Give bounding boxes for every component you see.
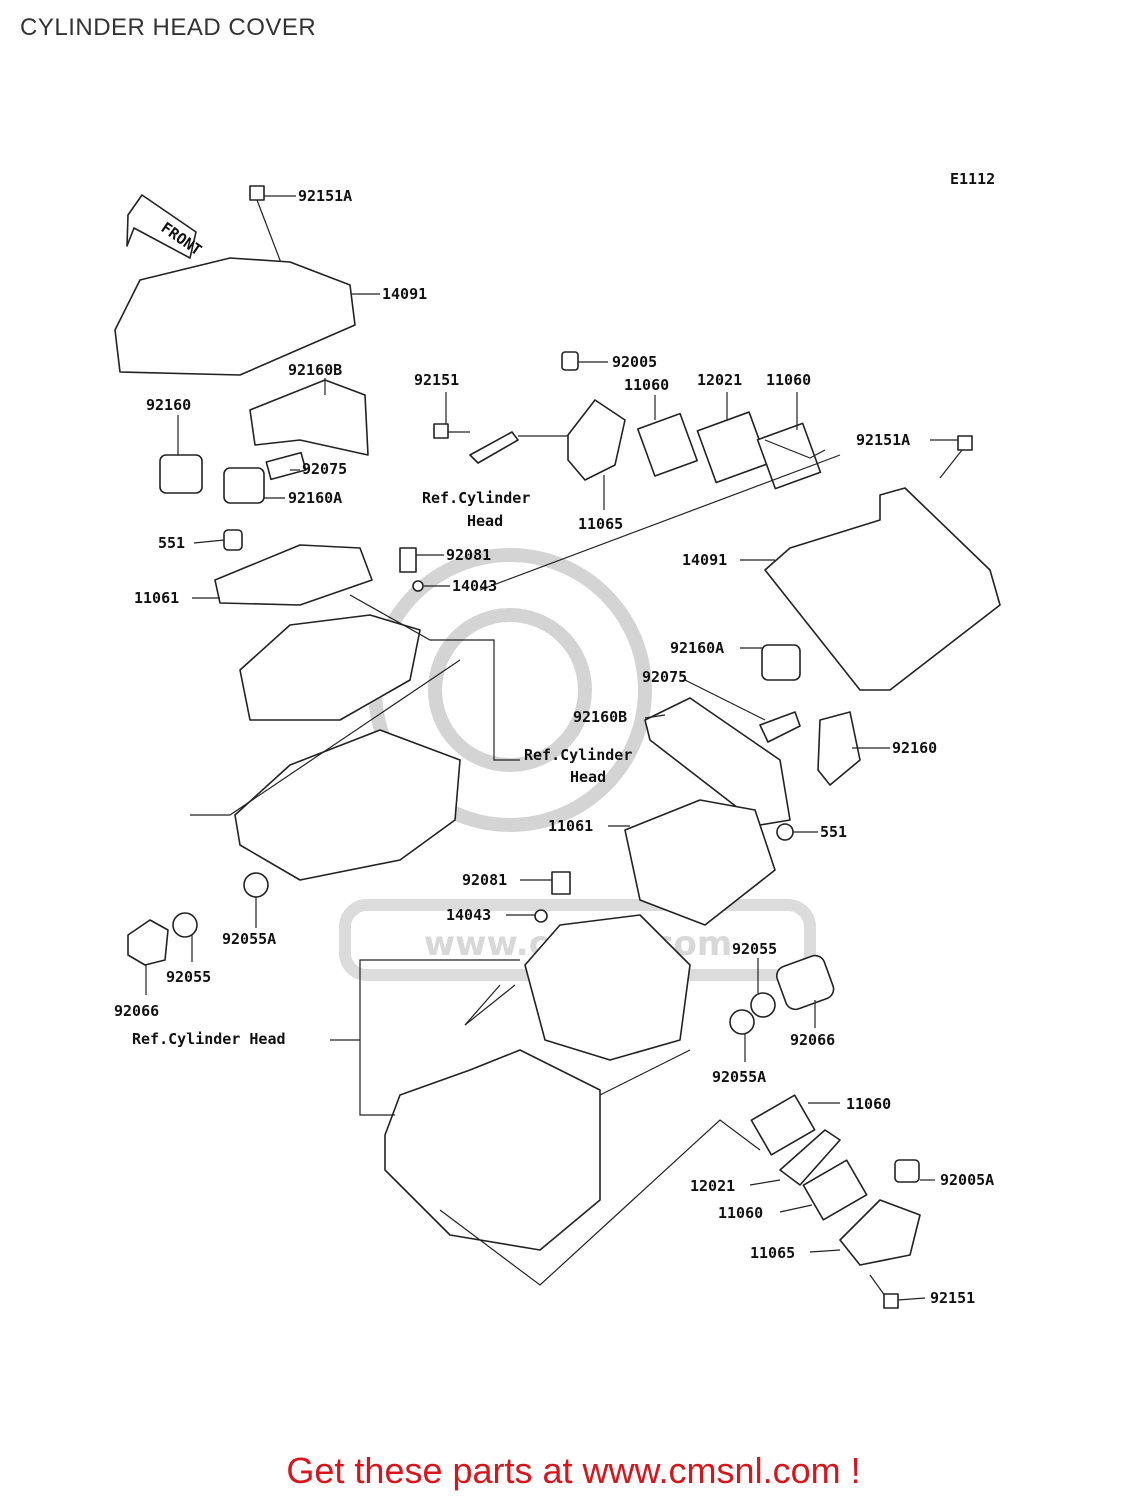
- footer-promo-link[interactable]: Get these parts at www.cmsnl.com !: [286, 1450, 861, 1491]
- reed-12021-top: [696, 411, 769, 484]
- label-92160A-right: 92160A: [670, 639, 724, 657]
- ref-top-line1: Ref.Cylinder: [422, 489, 530, 507]
- ref-top-line2: Head: [467, 512, 503, 530]
- oring-92055A-right: [729, 1009, 755, 1035]
- label-92066-left: 92066: [114, 1002, 159, 1020]
- label-11065-bottom: 11065: [750, 1244, 795, 1262]
- gasket-11060-b: [756, 422, 822, 490]
- front-arrow-icon: FRONT: [126, 194, 205, 259]
- cover-92160B-top: [249, 379, 369, 456]
- label-11060-d: 11060: [718, 1204, 763, 1222]
- ref-bottom: Ref.Cylinder Head: [132, 1030, 286, 1048]
- label-92160B-left: 92160B: [288, 361, 342, 379]
- cover-14091-right: [764, 487, 1001, 691]
- bolt-92151A-top: [249, 185, 284, 269]
- gasket-11061-right: [624, 799, 776, 926]
- grommet-551-left: [223, 529, 243, 551]
- gasket-11061-left: [214, 544, 373, 606]
- plug-14043-bottom: [534, 909, 548, 923]
- label-92081-top: 92081: [446, 546, 491, 564]
- camshaft-cap-lower: [524, 914, 691, 1061]
- label-11061-left: 11061: [134, 589, 179, 607]
- camshaft-cap-upper: [239, 614, 421, 721]
- spring-92075-left: [265, 451, 307, 481]
- label-92005A: 92005A: [940, 1171, 994, 1189]
- bolt-92151A-right: [939, 435, 973, 479]
- oring-92055-left: [172, 912, 198, 938]
- ref-mid-line1: Ref.Cylinder: [524, 746, 632, 764]
- label-92151A-right: 92151A: [856, 431, 910, 449]
- label-11061-right: 11061: [548, 817, 593, 835]
- label-11060-c: 11060: [846, 1095, 891, 1113]
- gasket-11060-c: [750, 1094, 816, 1156]
- label-14091-right: 14091: [682, 551, 727, 569]
- label-92081-bottom: 92081: [462, 871, 507, 889]
- label-14043-bottom: 14043: [446, 906, 491, 924]
- spring-92075-right: [759, 711, 801, 743]
- label-92160-left: 92160: [146, 396, 191, 414]
- label-92160-right: 92160: [892, 739, 937, 757]
- label-551-left: 551: [158, 534, 185, 552]
- gasket-11060-d: [802, 1159, 868, 1221]
- leader-lines: [145, 195, 958, 1301]
- label-551-right: 551: [820, 823, 847, 841]
- cylinder-head-front: [384, 1049, 601, 1251]
- ref-mid-line2: Head: [570, 768, 606, 786]
- cover-11065-top: [567, 399, 626, 481]
- label-92160A-left: 92160A: [288, 489, 342, 507]
- cap-92005A: [894, 1159, 920, 1183]
- label-92075-right: 92075: [642, 668, 687, 686]
- cover-11065-bottom: [839, 1199, 921, 1266]
- label-92055A-left: 92055A: [222, 930, 276, 948]
- clip-92160A-left: [223, 467, 265, 504]
- part-labels: 92151A 14091 92160B 92160 92075 92160A 5…: [114, 187, 994, 1307]
- label-11060-b: 11060: [766, 371, 811, 389]
- label-14091-top: 14091: [382, 285, 427, 303]
- label-92066-right: 92066: [790, 1031, 835, 1049]
- label-92151A-top: 92151A: [298, 187, 352, 205]
- reed-12021-bottom: [779, 1129, 841, 1186]
- label-92055-left: 92055: [166, 968, 211, 986]
- spring-92081-bottom: [551, 871, 571, 895]
- page-title: CYLINDER HEAD COVER: [20, 14, 317, 41]
- cover-14091-top: [114, 257, 356, 376]
- oring-92055A-left: [243, 872, 269, 898]
- bolt-92151-bottom: [869, 1274, 899, 1309]
- label-92055A-right: 92055A: [712, 1068, 766, 1086]
- spring-92081-top: [399, 547, 417, 573]
- clip-92160-right: [817, 711, 861, 786]
- cover-92160B-right: [644, 697, 791, 826]
- grommet-551-right: [776, 823, 794, 841]
- pipe-ref-top: [469, 431, 519, 464]
- clip-92160-left: [159, 454, 203, 494]
- label-11065-top: 11065: [578, 515, 623, 533]
- label-14043-top: 14043: [452, 577, 497, 595]
- fitting-92066-right: [776, 954, 835, 1011]
- label-92160B-right: 92160B: [573, 708, 627, 726]
- label-92151-bottom: 92151: [930, 1289, 975, 1307]
- gasket-11060-a: [636, 412, 698, 477]
- fitting-92066-left: [127, 919, 169, 966]
- label-92005: 92005: [612, 353, 657, 371]
- label-11060-a: 11060: [624, 376, 669, 394]
- plug-14043-top: [412, 580, 424, 592]
- label-92151-top: 92151: [414, 371, 459, 389]
- label-92075-left: 92075: [302, 460, 347, 478]
- label-12021-bottom: 12021: [690, 1177, 735, 1195]
- clip-92160A-right: [761, 644, 801, 681]
- bolt-92151-top: [433, 423, 470, 439]
- oring-92055-right: [750, 992, 776, 1018]
- label-12021-top: 12021: [697, 371, 742, 389]
- diagram-code: E1112: [950, 170, 995, 188]
- label-92055-right: 92055: [732, 940, 777, 958]
- cylinder-head-rear: [234, 729, 461, 881]
- cap-92005: [561, 351, 579, 371]
